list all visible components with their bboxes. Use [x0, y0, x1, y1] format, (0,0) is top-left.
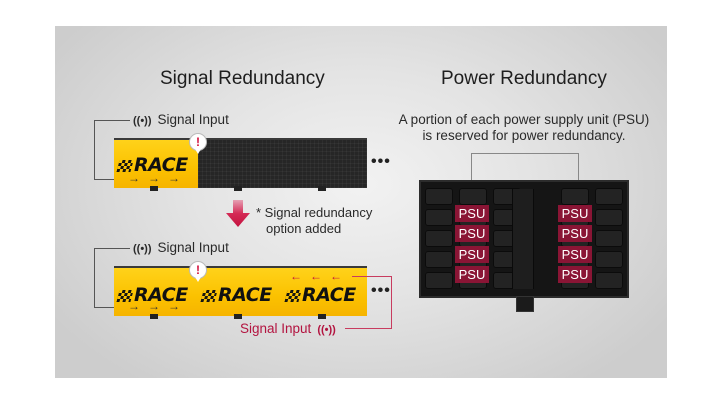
power-description-line1: A portion of each power supply unit (PSU… [398, 112, 650, 127]
arrow-right-icon: → [168, 299, 188, 313]
race-logo: RACE [284, 284, 356, 306]
signal-wave-icon: ((•)) [133, 115, 152, 127]
cabinet-module-cell [425, 230, 453, 247]
arrow-right-icon: → [148, 299, 168, 313]
psu-label: PSU [455, 205, 489, 222]
top-connector-v [94, 120, 95, 180]
redundancy-note-line2: option added [266, 221, 342, 236]
redundancy-note-line1: * Signal redundancy [256, 205, 373, 220]
signal-flow-arrows-left: ←←← [290, 269, 350, 283]
cabinet-handle [516, 296, 534, 312]
checkered-flag-icon [284, 289, 302, 302]
arrow-right-icon: → [168, 171, 188, 185]
cabinet-module-cell [459, 188, 487, 205]
checkered-flag-icon [116, 159, 134, 172]
bottom-redundant-screen: RACE RACE RACE →→→ ←←← [114, 266, 367, 316]
race-logo: RACE [116, 284, 188, 306]
top-active-screen: RACE →→→ [114, 138, 198, 188]
alert-icon: ! [189, 133, 207, 154]
bottom-signal-input: ((•)) Signal Input [133, 240, 229, 255]
psu-label: PSU [455, 246, 489, 263]
stand-leg [150, 314, 158, 319]
psu-label: PSU [558, 205, 592, 222]
cabinet-module-cell [425, 272, 453, 289]
cabinet-module-cell [595, 209, 623, 226]
bottom-connector-h1 [94, 248, 130, 249]
redundant-connector-top [352, 276, 392, 277]
top-connector-h2 [94, 179, 114, 180]
cabinet-center-spine [512, 189, 534, 289]
arrow-right-icon: → [148, 171, 168, 185]
power-description: A portion of each power supply unit (PSU… [393, 112, 655, 144]
race-logo: RACE [200, 284, 272, 306]
power-redundancy-title: Power Redundancy [441, 68, 607, 89]
top-signal-input-label: Signal Input [157, 112, 229, 127]
redundant-signal-input: Signal Input ((•)) [240, 321, 336, 336]
signal-flow-arrows-right: →→→ [128, 299, 188, 313]
top-connector-h1 [94, 120, 130, 121]
cabinet-module-cell [425, 251, 453, 268]
arrow-left-icon: ← [330, 269, 350, 283]
signal-redundancy-title: Signal Redundancy [160, 68, 325, 89]
arrow-left-icon: ← [310, 269, 330, 283]
psu-label: PSU [558, 246, 592, 263]
cabinet-module-cell [561, 188, 589, 205]
top-failed-screen [198, 138, 367, 188]
psu-label: PSU [558, 225, 592, 242]
redundant-signal-input-label: Signal Input [240, 321, 312, 336]
cabinet-module-cell [595, 230, 623, 247]
bottom-signal-input-label: Signal Input [157, 240, 229, 255]
arrow-right-icon: → [128, 171, 148, 185]
signal-flow-arrows-right: →→→ [128, 171, 188, 185]
bottom-connector-h2 [94, 307, 114, 308]
signal-wave-icon: ((•)) [317, 324, 336, 336]
arrow-right-icon: → [128, 299, 148, 313]
signal-wave-icon: ((•)) [133, 243, 152, 255]
psu-label: PSU [455, 266, 489, 283]
bottom-ellipsis: ••• [371, 282, 391, 299]
cabinet-module-cell [425, 188, 453, 205]
cabinet-module-cell [595, 272, 623, 289]
redundant-connector-bottom [345, 328, 392, 329]
psu-label: PSU [558, 266, 592, 283]
cabinet-module-cell [595, 188, 623, 205]
race-logo: RACE [116, 154, 188, 176]
stand-leg [318, 314, 326, 319]
alert-icon: ! [189, 261, 207, 282]
stand-leg [318, 186, 326, 191]
arrow-left-icon: ← [290, 269, 310, 283]
power-description-line2: is reserved for power redundancy. [422, 128, 626, 143]
stand-leg [234, 186, 242, 191]
psu-label: PSU [455, 225, 489, 242]
top-ellipsis: ••• [371, 153, 391, 170]
redundant-connector-v [391, 276, 392, 329]
stand-leg [150, 186, 158, 191]
cabinet-module-cell [595, 251, 623, 268]
top-signal-input: ((•)) Signal Input [133, 112, 229, 127]
checkered-flag-icon [200, 289, 218, 302]
down-arrow-icon [226, 200, 250, 227]
cabinet-module-cell [425, 209, 453, 226]
bottom-connector-v [94, 248, 95, 308]
stand-leg [234, 314, 242, 319]
